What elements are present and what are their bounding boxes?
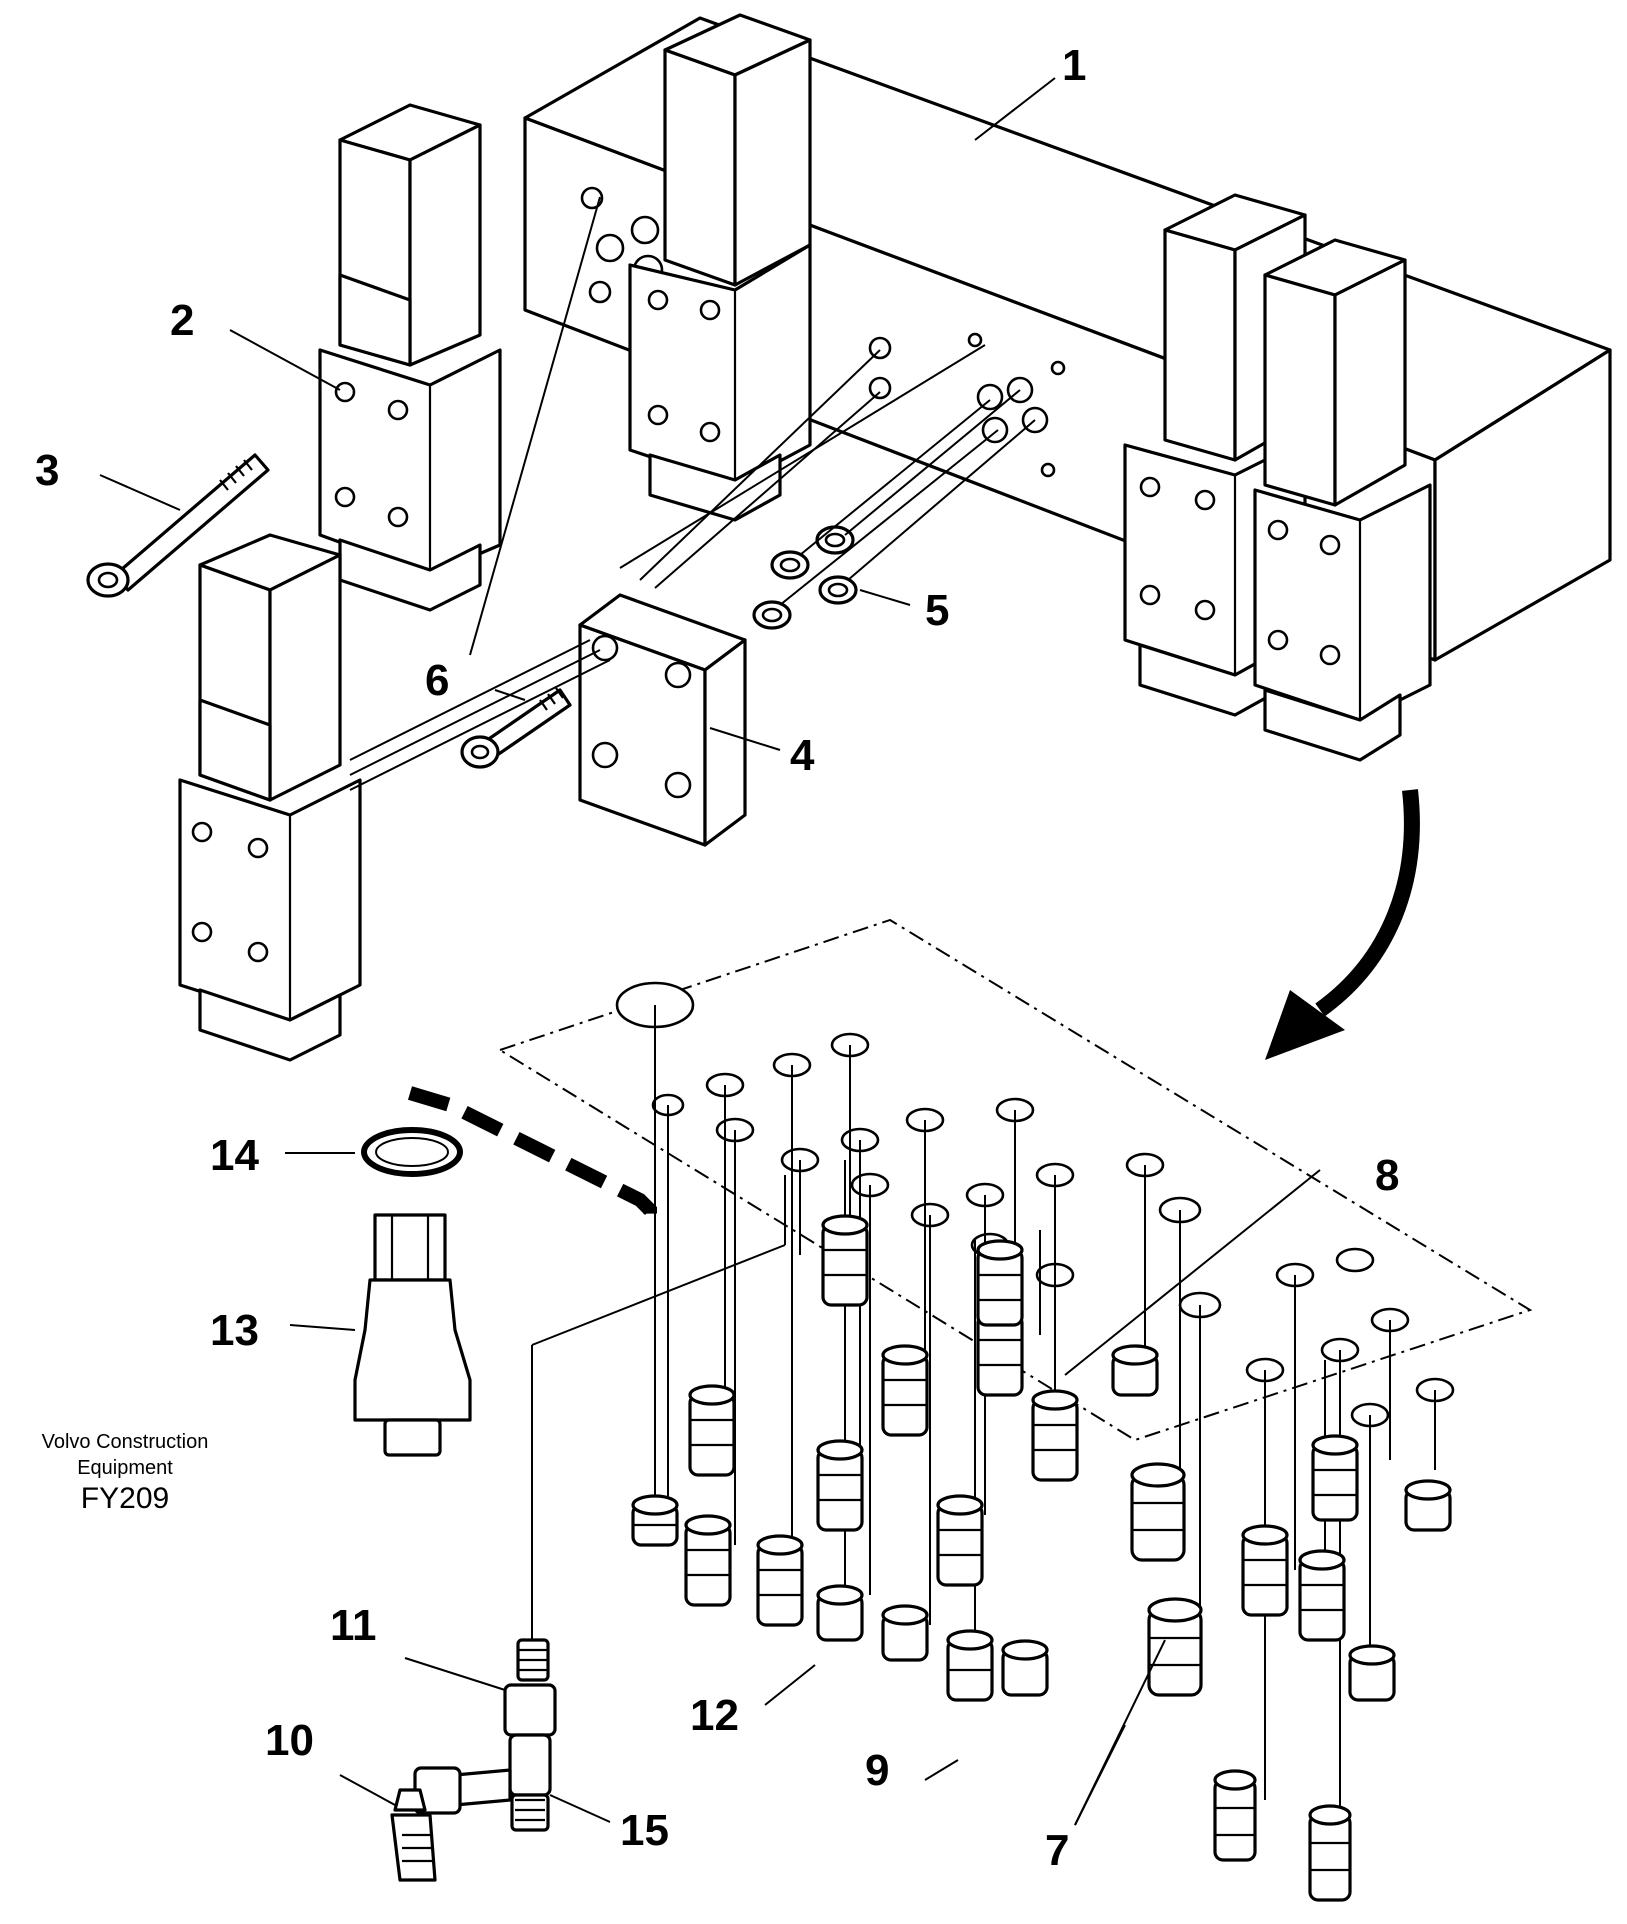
rotation-arrow bbox=[1265, 789, 1420, 1060]
solenoid-valve-a bbox=[318, 103, 502, 612]
pressure-switch bbox=[353, 1213, 472, 1457]
dashed-connector bbox=[407, 1086, 657, 1222]
callout-14: 14 bbox=[210, 1131, 259, 1180]
bolt-short bbox=[460, 687, 572, 769]
callout-15: 15 bbox=[620, 1806, 669, 1855]
callout-7: 7 bbox=[1045, 1826, 1069, 1875]
o-rings bbox=[752, 525, 858, 630]
callout-12: 12 bbox=[690, 1691, 739, 1740]
callout-labels: 1 2 3 4 5 6 7 8 9 10 11 12 13 14 15 bbox=[35, 41, 1399, 1875]
solenoid-valve-c bbox=[178, 533, 362, 1062]
callout-4: 4 bbox=[790, 731, 815, 780]
cover-plate bbox=[578, 593, 747, 847]
callout-10: 10 bbox=[265, 1716, 314, 1765]
check-valves bbox=[631, 1214, 1452, 1902]
port-holes bbox=[651, 1032, 1455, 1428]
publisher-line-1: Volvo Construction bbox=[42, 1431, 209, 1453]
callout-11: 11 bbox=[330, 1601, 377, 1650]
callout-9: 9 bbox=[865, 1746, 889, 1795]
callout-5: 5 bbox=[925, 586, 949, 635]
callout-1: 1 bbox=[1062, 41, 1086, 90]
bolt-long bbox=[86, 453, 270, 598]
callout-6: 6 bbox=[425, 656, 449, 705]
tee-fitting bbox=[390, 1638, 557, 1882]
callout-2: 2 bbox=[170, 296, 194, 345]
callout-13: 13 bbox=[210, 1306, 259, 1355]
solenoid-valve-e bbox=[1253, 238, 1432, 762]
solenoid-valve-b bbox=[628, 13, 812, 522]
callout-3: 3 bbox=[35, 446, 59, 495]
callout-8: 8 bbox=[1375, 1151, 1399, 1200]
o-ring-large bbox=[361, 1127, 463, 1177]
figure-code: FY209 bbox=[81, 1482, 169, 1515]
explode-lines-upper bbox=[349, 196, 1036, 791]
leader-lines bbox=[99, 77, 1321, 1826]
publisher-line-2: Equipment bbox=[77, 1457, 173, 1479]
publisher-credit: Volvo Construction Equipment FY209 bbox=[42, 1431, 209, 1515]
